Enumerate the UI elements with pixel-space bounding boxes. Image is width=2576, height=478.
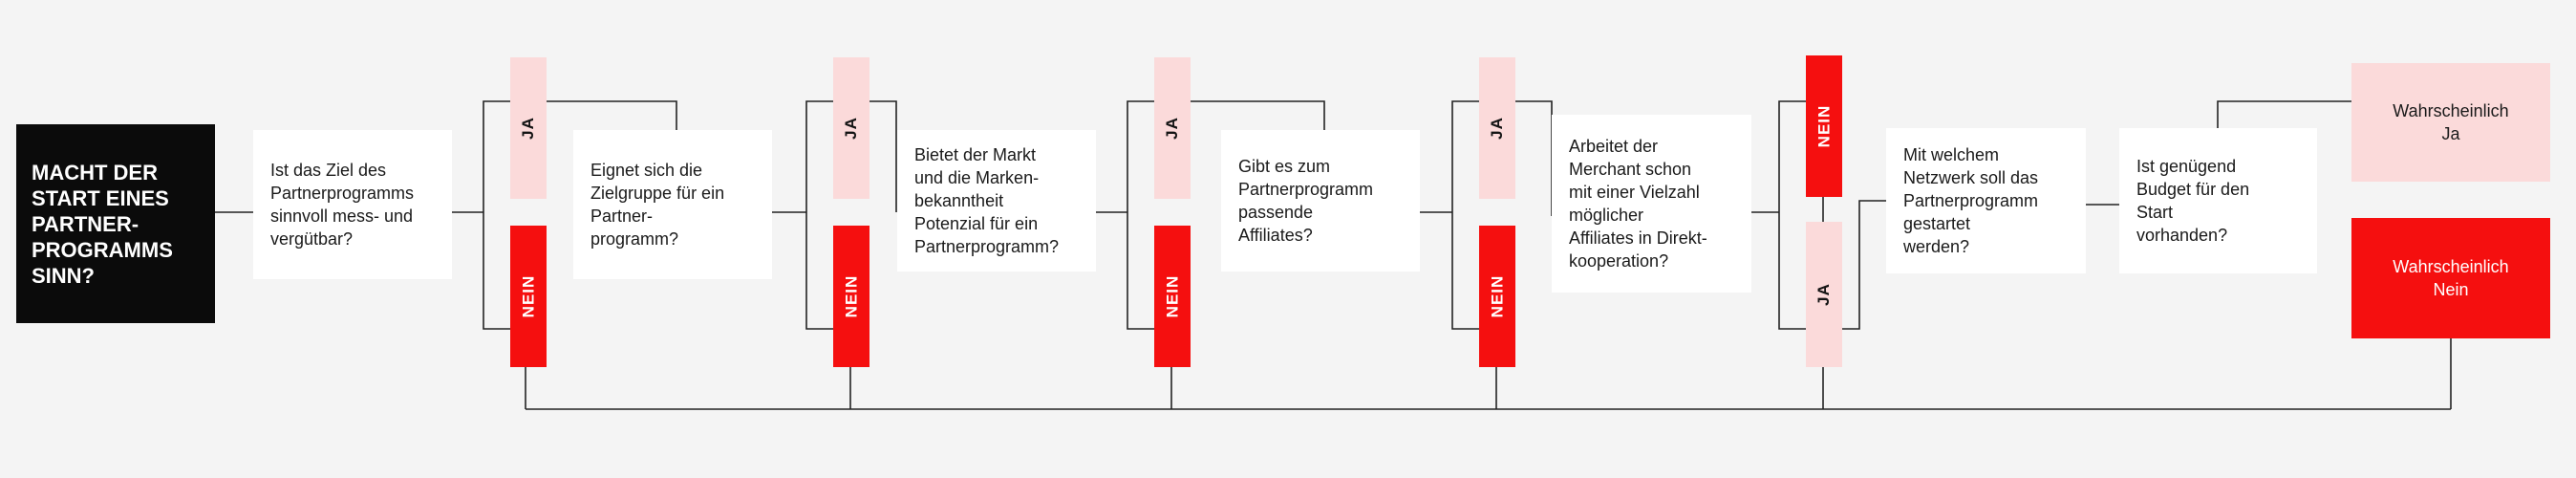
tag-ja-5: JA (1806, 222, 1842, 367)
result-likely-yes: Wahrscheinlich Ja (2351, 63, 2550, 182)
tag-nein-1: NEIN (510, 226, 547, 367)
tag-ja-4: JA (1479, 57, 1515, 199)
tag-nein-3: NEIN (1154, 226, 1191, 367)
tag-ja-1: JA (510, 57, 547, 199)
tag-nein-2: NEIN (833, 226, 869, 367)
start-question: MACHT DER START EINES PARTNER- PROGRAMMS… (16, 124, 215, 323)
result-likely-no: Wahrscheinlich Nein (2351, 218, 2550, 338)
tag-nein-5: NEIN (1806, 55, 1842, 197)
tag-nein-4: NEIN (1479, 226, 1515, 367)
tag-ja-3: JA (1154, 57, 1191, 199)
question-direct-cooperation: Arbeitet der Merchant schon mit einer Vi… (1552, 115, 1751, 293)
question-market-potential: Bietet der Markt und die Marken- bekannt… (897, 130, 1096, 272)
question-network: Mit welchem Netzwerk soll das Partnerpro… (1886, 128, 2086, 273)
question-target-group: Eignet sich die Zielgruppe für ein Partn… (573, 130, 772, 279)
question-goal-measurable: Ist das Ziel des Partnerprogramms sinnvo… (253, 130, 452, 279)
question-budget: Ist genügend Budget für den Start vorhan… (2119, 128, 2317, 273)
question-matching-affiliates: Gibt es zum Partnerprogramm passende Aff… (1221, 130, 1420, 272)
tag-ja-2: JA (833, 57, 869, 199)
